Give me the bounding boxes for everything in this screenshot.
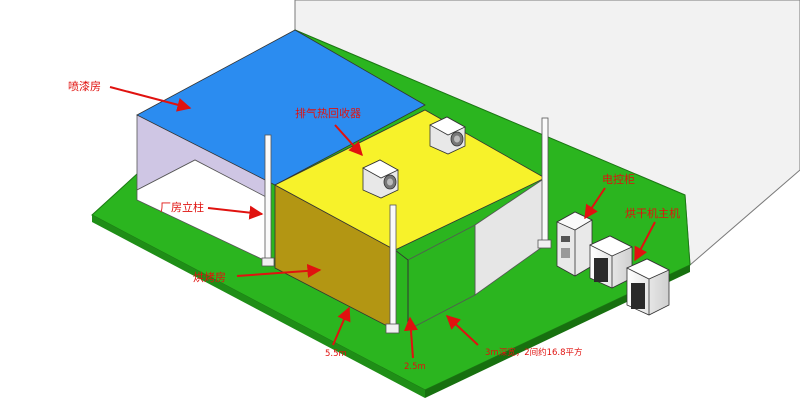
arrow-column: [207, 205, 264, 220]
heat-recovery-unit-back: [429, 116, 466, 155]
label-column: 厂房立柱: [160, 200, 204, 214]
label-dryer: 烘干机主机: [625, 206, 680, 220]
arrow-depth: [445, 315, 479, 346]
label-heat-recovery: 排气热回收器: [295, 106, 361, 120]
arrow-control-cabinet: [584, 187, 606, 220]
label-spray-booth: 喷漆房: [68, 80, 101, 93]
arrow-spray-booth: [109, 86, 192, 112]
arrow-heat-recovery: [334, 124, 363, 157]
dryer-unit-2: [626, 258, 670, 316]
arrow-drying-room: [236, 263, 322, 278]
drying-room-edge: [394, 249, 409, 261]
arrow-height: [403, 316, 418, 359]
dryer-unit-1: [589, 235, 633, 289]
arrow-length: [332, 306, 351, 346]
heat-recovery-unit-front: [362, 159, 399, 199]
column-left: [261, 134, 275, 267]
label-drying-room: 烘烤房: [193, 270, 226, 284]
control-cabinet: [556, 211, 593, 277]
floor-edge: [92, 215, 425, 398]
label-height: 2.5m: [404, 362, 426, 372]
column-back: [537, 117, 552, 249]
column-front: [385, 204, 400, 334]
label-length: 5.5m: [325, 349, 347, 359]
label-depth-note: 3m深宽，2间约16.8平方: [485, 347, 583, 358]
spray-booth-roof: [136, 29, 426, 186]
label-control-cabinet: 电控柜: [602, 172, 635, 186]
floor-edge-right: [425, 265, 690, 398]
arrow-dryer: [634, 221, 656, 262]
